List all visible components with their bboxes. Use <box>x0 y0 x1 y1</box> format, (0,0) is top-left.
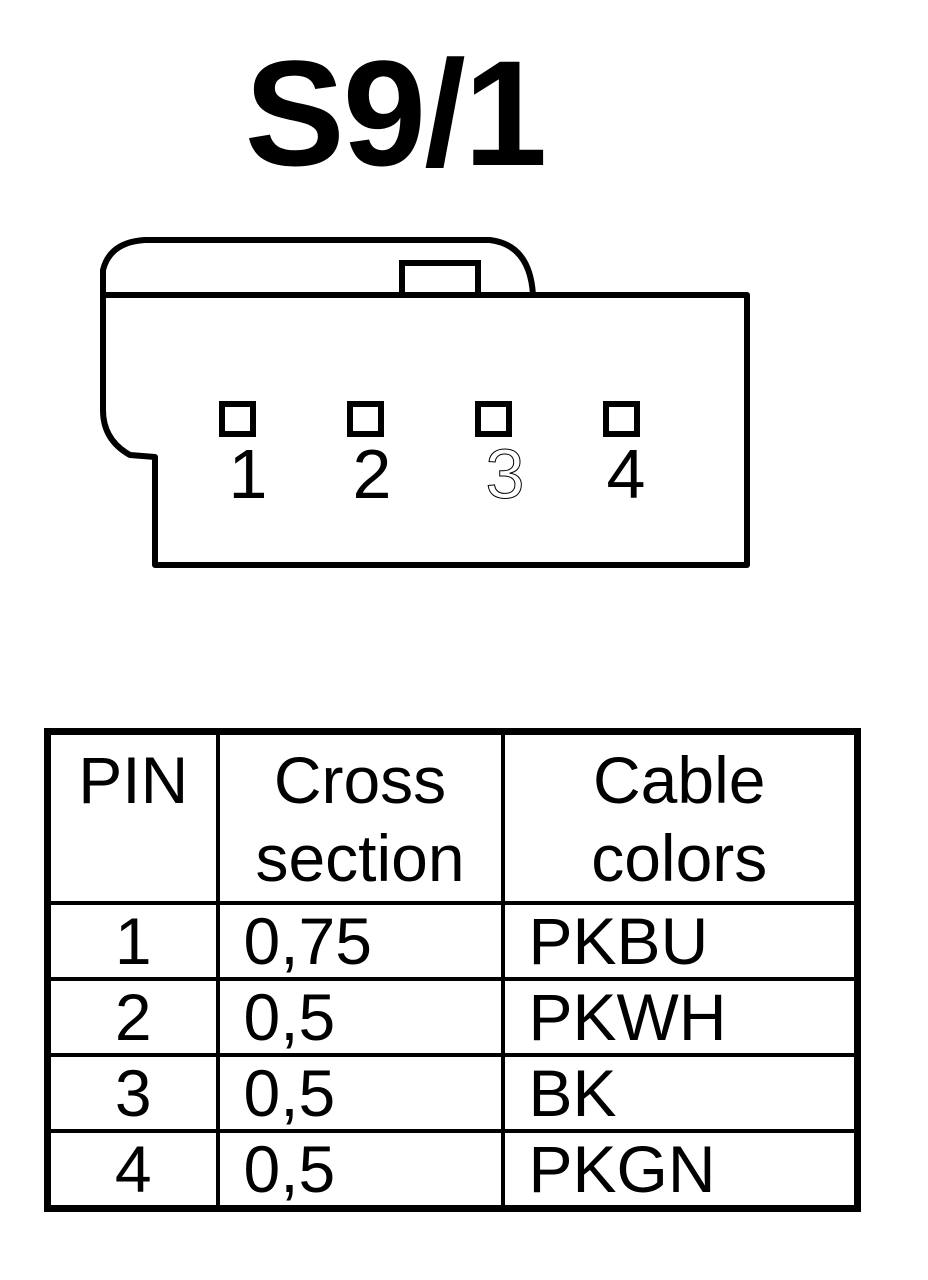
pin-cavity-1 <box>219 401 256 437</box>
table-row: 3 0,5 BK <box>45 1053 860 1133</box>
cross-section-cell: 0,5 <box>215 1129 505 1211</box>
pin-cavity-4 <box>603 401 640 437</box>
pin-number-2: 2 <box>353 435 392 513</box>
connector-title: S9/1 <box>244 29 548 197</box>
pin-cell: 4 <box>45 1129 220 1211</box>
cable-color-cell: PKBU <box>500 901 860 981</box>
cable-color-cell: BK <box>500 1053 860 1133</box>
connector-housing <box>100 237 750 568</box>
table-row: 4 0,5 PKGN <box>45 1129 860 1211</box>
pin-cell: 2 <box>45 977 220 1057</box>
connector-diagram: 1 2 3 4 <box>100 237 750 568</box>
cable-color-cell: PKWH <box>500 977 860 1057</box>
table-row: 2 0,5 PKWH <box>45 977 860 1057</box>
header-cross-section: Cross section <box>215 729 505 905</box>
table-row: 1 0,75 PKBU <box>45 901 860 981</box>
cable-color-cell: PKGN <box>500 1129 860 1211</box>
locking-tab <box>399 260 481 298</box>
pin-number-3: 3 <box>486 435 525 513</box>
pin-cell: 1 <box>45 901 220 981</box>
cross-section-cell: 0,5 <box>215 977 505 1057</box>
pin-number-4: 4 <box>607 435 646 513</box>
header-pin: PIN <box>45 729 220 905</box>
header-cable-colors: Cable colors <box>500 729 860 905</box>
pin-cavity-3 <box>475 401 512 437</box>
pin-number-1: 1 <box>229 435 268 513</box>
table-header-row: PIN Cross section Cable colors <box>45 729 860 905</box>
cross-section-cell: 0,5 <box>215 1053 505 1133</box>
pin-assignment-table: PIN Cross section Cable colors 1 0,75 PK… <box>44 728 861 1212</box>
cross-section-cell: 0,75 <box>215 901 505 981</box>
pin-cell: 3 <box>45 1053 220 1133</box>
pin-cavity-2 <box>347 401 384 437</box>
